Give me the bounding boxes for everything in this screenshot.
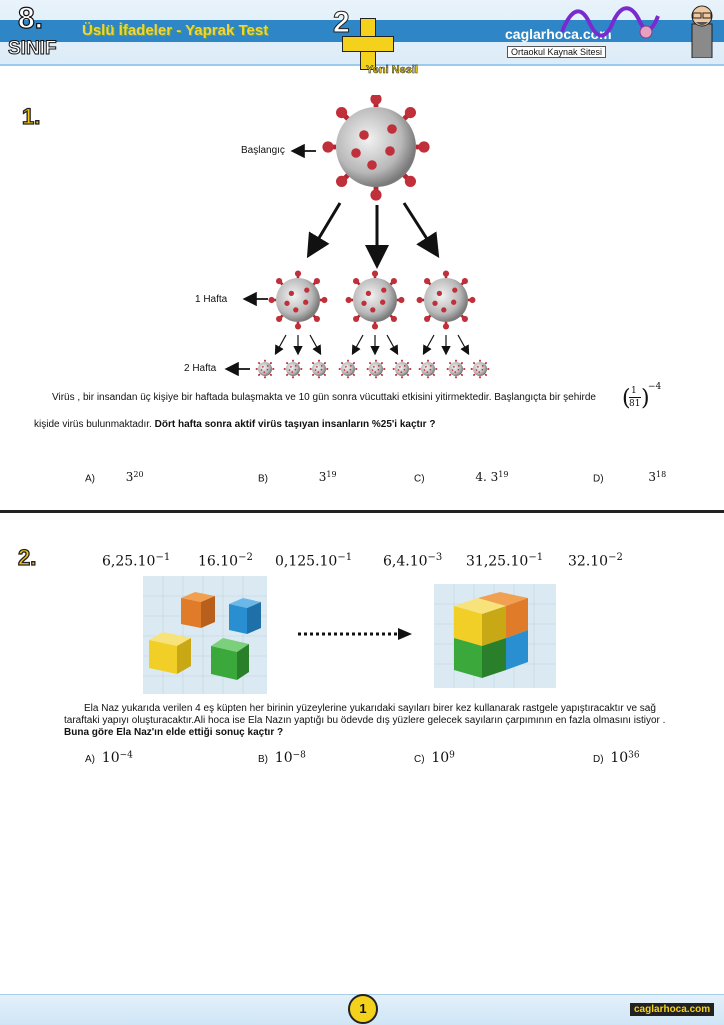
q1-option-b[interactable]: B) 319 <box>258 470 337 485</box>
test-number: 2 <box>333 6 351 40</box>
number-item: 32.10−2 <box>568 552 623 570</box>
yeni-nesil-badge: Yeni Nesil <box>366 64 418 77</box>
grade-label: SINIF <box>8 38 58 60</box>
q1-option-a[interactable]: A) 320 <box>85 470 144 485</box>
question-2-prompt: Buna göre Ela Naz'ın elde ettiği sonuç k… <box>64 727 284 738</box>
plus-logo-icon <box>342 18 394 70</box>
wave-logo-icon <box>560 6 660 39</box>
q1-option-d[interactable]: D) 318 <box>593 470 667 485</box>
page-number: 1 <box>348 994 378 1024</box>
teacher-avatar-icon <box>691 5 713 58</box>
question-1-prompt: Dört hafta sonra aktif virüs taşıyan ins… <box>154 419 436 430</box>
question-2-text-line2: taraftaki yapıyı oluşturacaktır.Ali hoca… <box>64 715 666 726</box>
worksheet-title: Üslü İfadeler - Yaprak Test <box>82 22 269 39</box>
fraction-numerator: 1 <box>631 386 637 396</box>
label-week-2: 2 Hafta <box>184 363 217 374</box>
site-subtitle: Ortaokul Kaynak Sitesi <box>507 46 607 58</box>
number-item: 0,125.10−1 <box>275 552 353 570</box>
footer-site: caglarhoca.com <box>630 1003 715 1016</box>
question-divider <box>0 510 724 513</box>
label-start: Başlangıç <box>241 145 285 156</box>
q1-option-c[interactable]: C) 4. 319 <box>414 470 509 485</box>
fraction-denominator: 81 <box>629 399 641 409</box>
fraction-expression: ( 1 81 ) −4 <box>622 382 662 411</box>
question-1-text-line1: Virüs , bir insandan üç kişiye bir hafta… <box>52 392 596 403</box>
dotted-arrow-icon <box>298 628 412 640</box>
question-1-text-line2: kişide virüs bulunmaktadır. Dört hafta s… <box>34 419 436 430</box>
question-1-number: 1. <box>21 103 41 129</box>
number-item: 6,4.10−3 <box>383 552 443 570</box>
q2-option-b[interactable]: B) 10−8 <box>258 750 306 766</box>
grade-number: 8. <box>17 1 44 35</box>
four-separate-cubes-image <box>143 576 267 694</box>
question-2-text-line1: Ela Naz yukarıda verilen 4 eş küpten her… <box>84 703 656 714</box>
assembled-cubes-image <box>434 584 556 688</box>
virus-spread-diagram <box>224 95 510 385</box>
question-2-number: 2. <box>17 544 37 570</box>
label-week-1: 1 Hafta <box>195 294 228 305</box>
q2-option-c[interactable]: C) 109 <box>414 750 455 766</box>
number-item: 16.10−2 <box>198 552 253 570</box>
q2-option-d[interactable]: D) 1036 <box>593 750 640 766</box>
number-item: 31,25.10−1 <box>466 552 544 570</box>
number-item: 6,25.10−1 <box>102 552 171 570</box>
site-name: caglarhoca.com <box>505 26 612 42</box>
fraction-exponent: −4 <box>648 382 662 392</box>
q2-option-a[interactable]: A) 10−4 <box>85 750 133 766</box>
